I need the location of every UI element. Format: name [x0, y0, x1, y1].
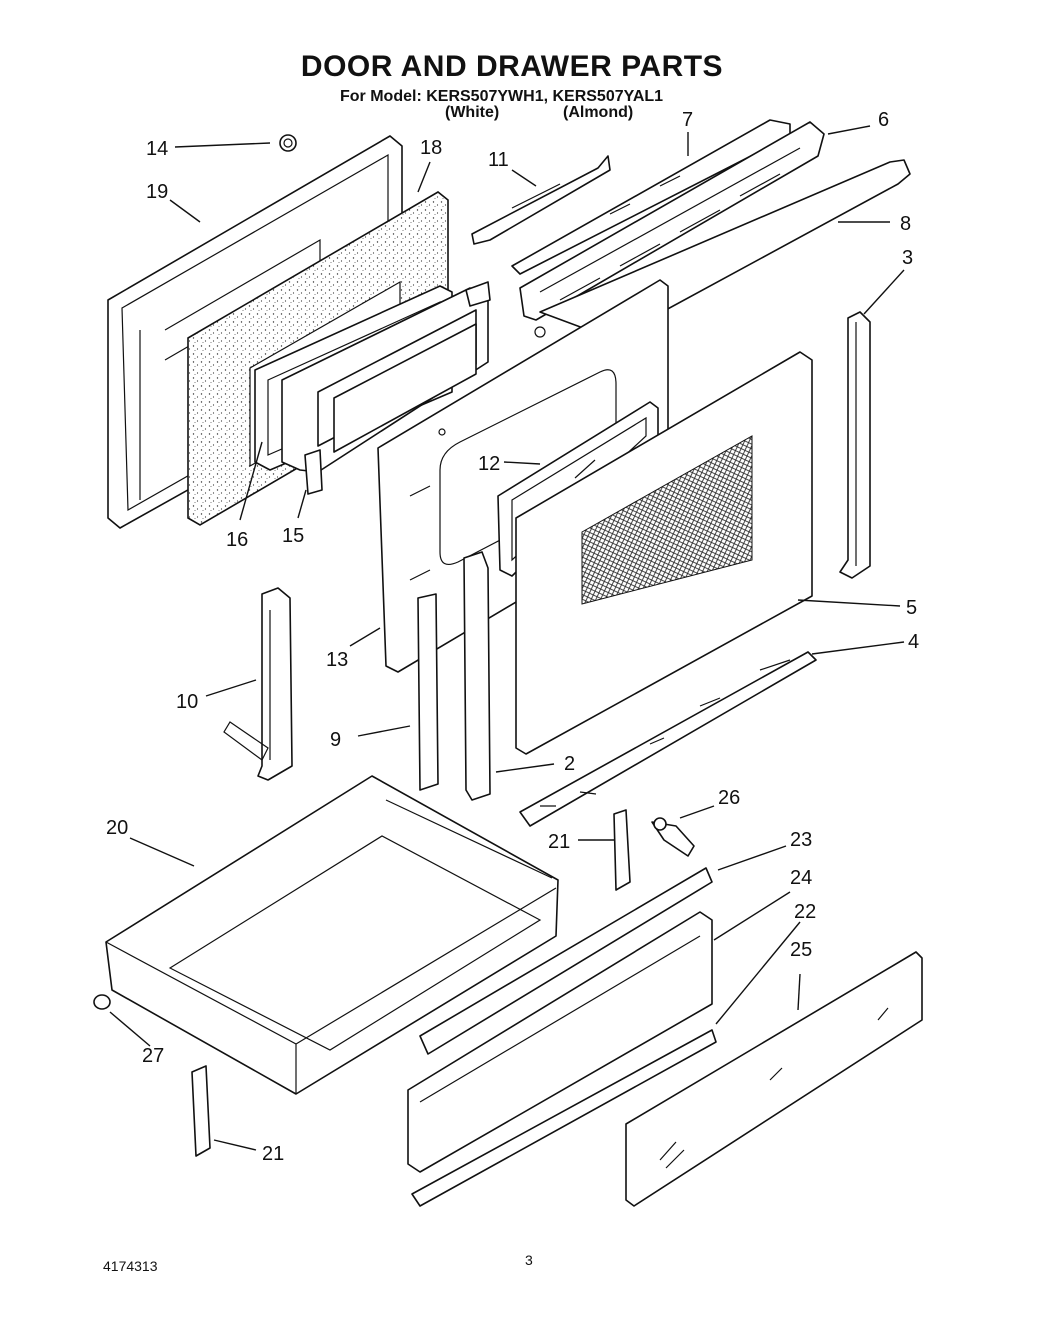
part-26-drawer-stop [651, 817, 695, 857]
page-title: DOOR AND DRAWER PARTS [300, 50, 724, 83]
part-14-bumper [279, 134, 297, 152]
part-21-drawer-bracket-lower [191, 1065, 211, 1157]
part-2-door-side-trim [463, 551, 491, 801]
part-27-drawer-glide [93, 994, 111, 1010]
callout-18: 18 [420, 137, 442, 159]
callout-labels: 14 18 11 7 6 19 8 3 12 16 15 5 4 13 10 9… [106, 109, 919, 1165]
part-7-vent-trim [511, 119, 791, 275]
part-9-door-spacer [417, 593, 439, 791]
callout-21-lower: 21 [262, 1143, 284, 1165]
callout-20: 20 [106, 817, 128, 839]
part-25-drawer-glass [625, 951, 923, 1207]
part-10-side-bracket [223, 587, 293, 781]
part-24-drawer-front [407, 911, 713, 1173]
callout-9: 9 [330, 729, 341, 751]
part-23-drawer-trim [419, 867, 713, 1055]
part-22-drawer-bottom-trim [411, 1029, 717, 1207]
callout-3: 3 [902, 247, 913, 269]
callout-10: 10 [176, 691, 198, 713]
callout-24: 24 [790, 867, 812, 889]
callout-13: 13 [326, 649, 348, 671]
part-6-vent [519, 121, 825, 338]
callout-14: 14 [146, 138, 168, 160]
callout-16: 16 [226, 529, 248, 551]
page-number: 3 [525, 1252, 533, 1268]
leader-lines [109, 125, 905, 1151]
callout-25: 25 [790, 939, 812, 961]
part-21-drawer-bracket-upper [613, 809, 631, 891]
part-5-outer-door-panel [515, 351, 813, 755]
part-4-bottom-trim [519, 651, 817, 827]
callout-4: 4 [908, 631, 919, 653]
callout-15: 15 [282, 525, 304, 547]
callout-22: 22 [794, 901, 816, 923]
part-20-drawer [105, 775, 559, 1095]
variant-white-label: (White) [445, 104, 500, 121]
callout-7: 7 [682, 109, 693, 131]
callout-5: 5 [906, 597, 917, 619]
callout-8: 8 [900, 213, 911, 235]
callout-21-upper: 21 [548, 831, 570, 853]
variant-almond-label: (Almond) [563, 104, 634, 121]
model-subtitle: For Model: KERS507YWH1, KERS507YAL1 [340, 88, 664, 105]
part-11-top-bracket [471, 155, 611, 245]
callout-23: 23 [790, 829, 812, 851]
document-number: 4174313 [103, 1258, 158, 1274]
callout-2: 2 [564, 753, 575, 775]
callout-11: 11 [488, 149, 509, 171]
part-3-side-trim [839, 311, 871, 579]
callout-12: 12 [478, 453, 500, 475]
callout-26: 26 [718, 787, 740, 809]
part-15-door-handle [281, 281, 491, 495]
callout-6: 6 [878, 109, 889, 131]
callout-27: 27 [142, 1045, 164, 1067]
callout-19: 19 [146, 181, 168, 203]
